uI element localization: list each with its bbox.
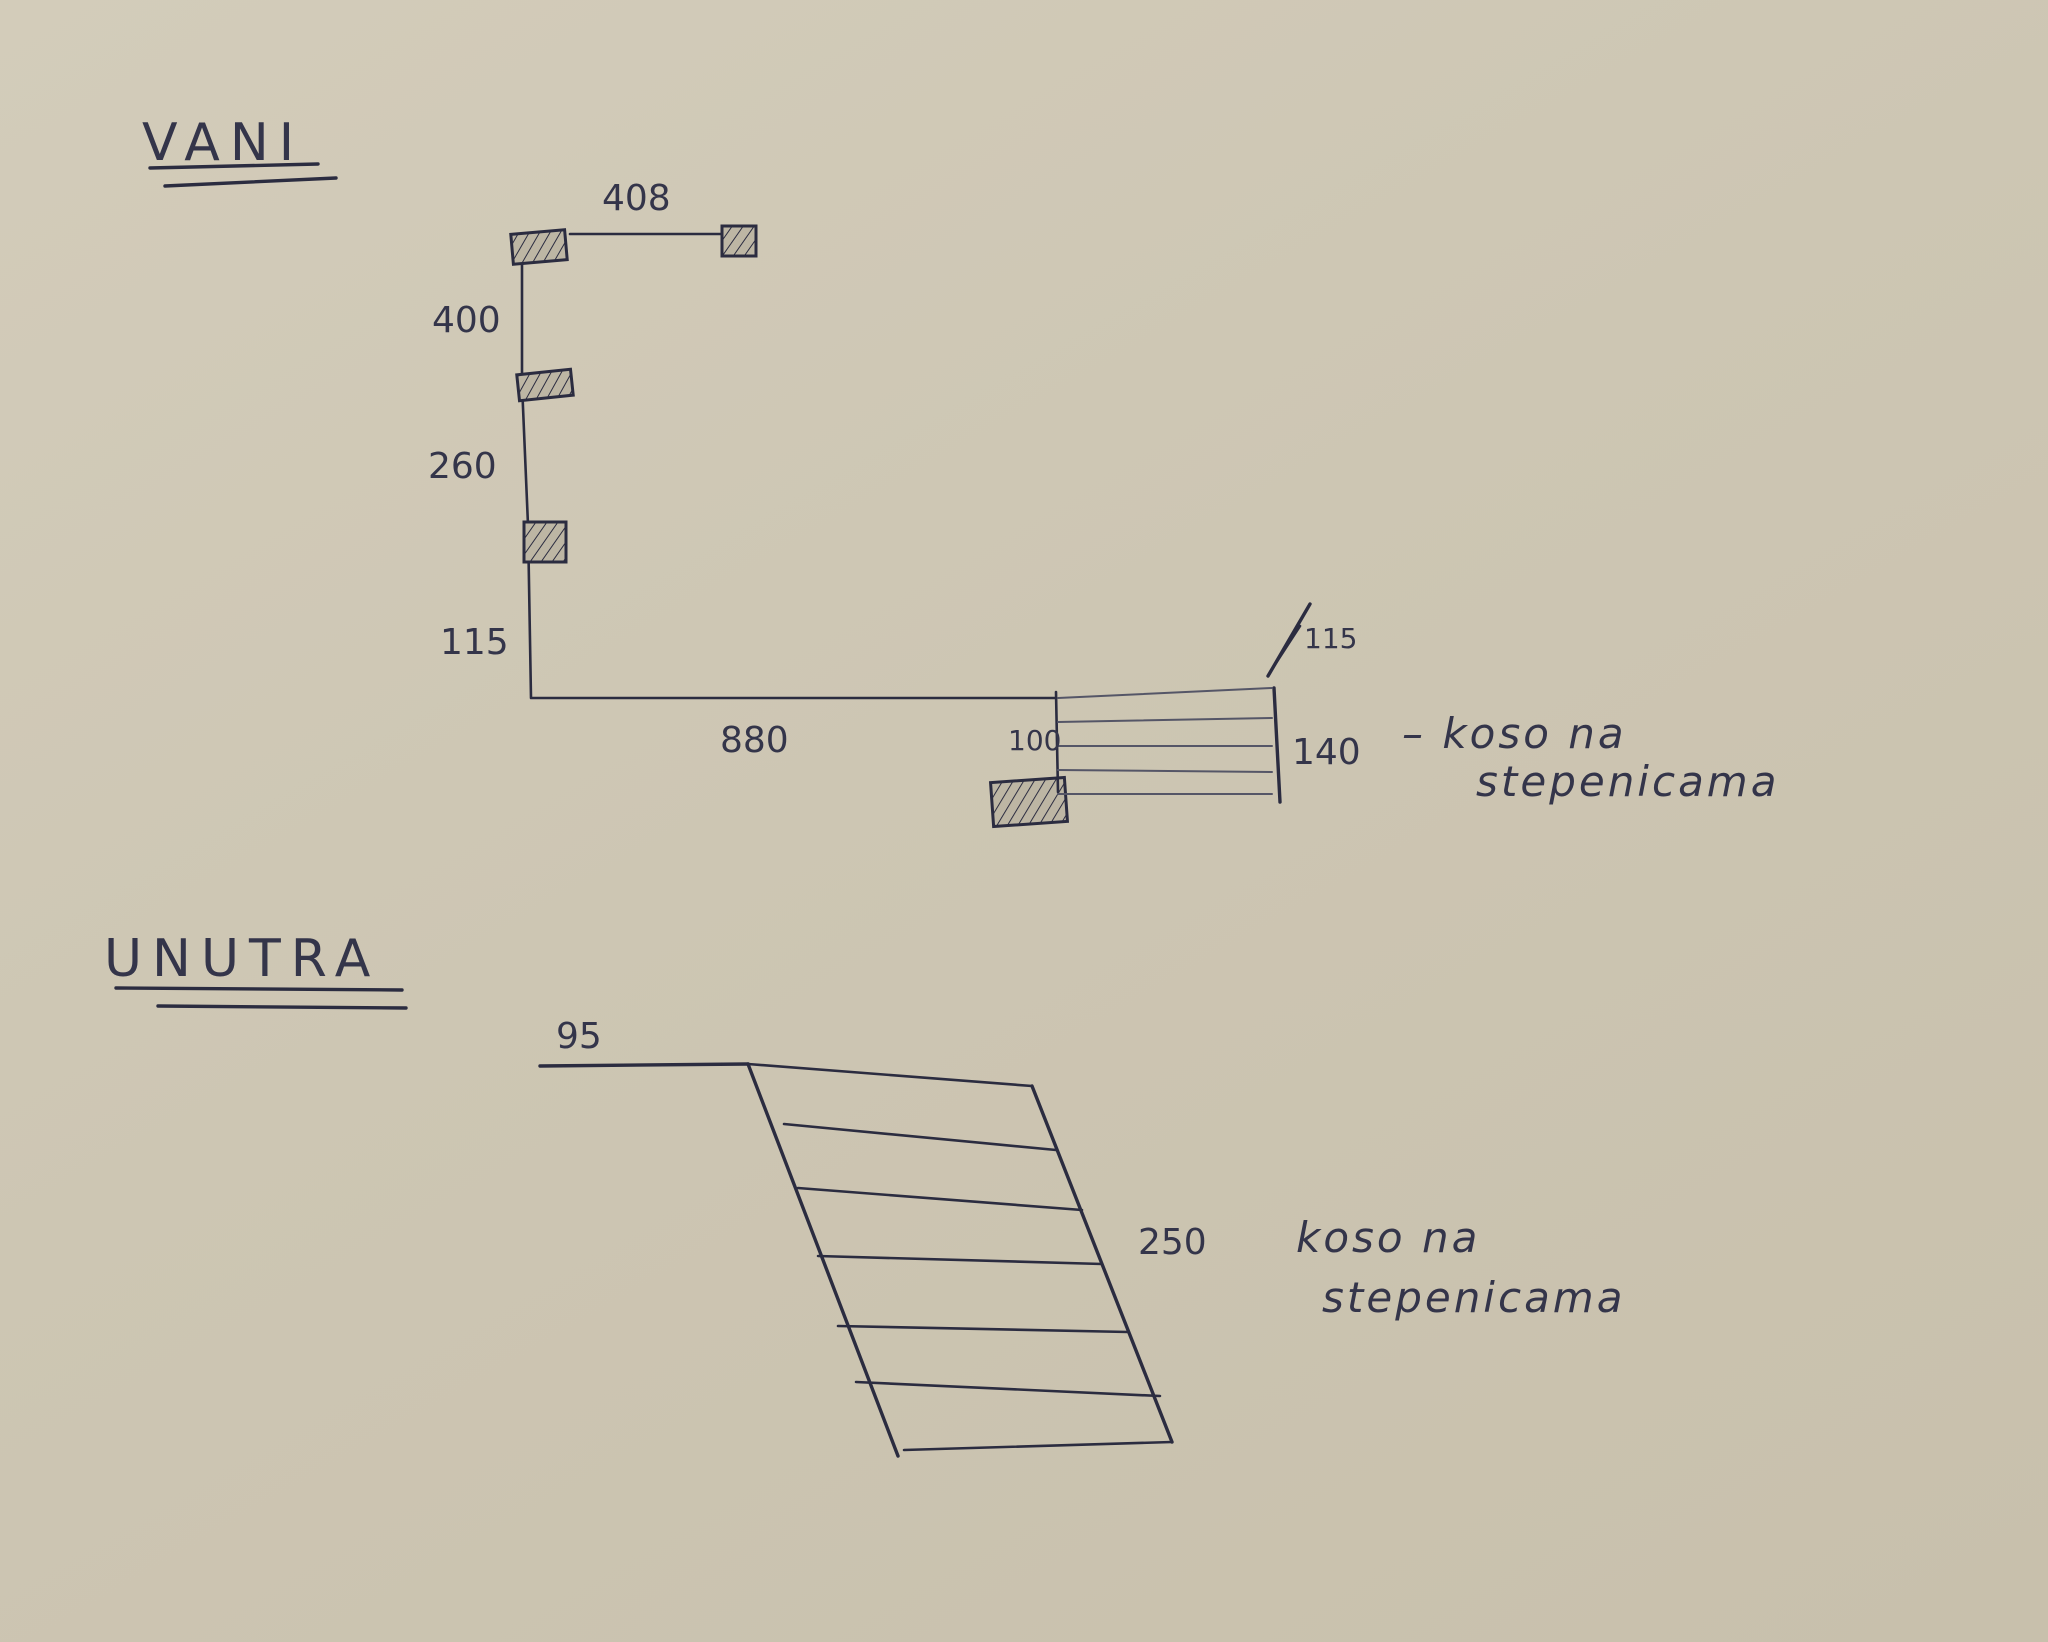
outside-stairs bbox=[1054, 602, 1312, 804]
inside-dim-stairs: 250 bbox=[1138, 1222, 1207, 1263]
outside-dim-left-lower: 115 bbox=[440, 622, 509, 663]
inside-section: UNUTRA 95 250 koso na stepenicama bbox=[104, 929, 1625, 1458]
inside-title-underline-2 bbox=[156, 1004, 408, 1010]
inside-stairs bbox=[746, 1062, 1174, 1458]
outside-note-line-1: – koso na bbox=[1402, 709, 1627, 758]
post-top-left bbox=[509, 228, 569, 266]
outside-dim-stairs-left: 100 bbox=[1008, 724, 1061, 757]
outside-dim-stairs-corner: 115 bbox=[1304, 622, 1357, 655]
inside-dim-top: 95 bbox=[556, 1016, 602, 1057]
outside-dim-left-middle: 260 bbox=[428, 446, 497, 487]
inside-landing-line bbox=[538, 1062, 750, 1068]
post-mid-upper bbox=[515, 367, 575, 403]
inside-note-line-2: stepenicama bbox=[1322, 1273, 1625, 1322]
inside-title: UNUTRA bbox=[104, 929, 380, 989]
inside-title-underline-1 bbox=[114, 986, 404, 992]
outside-note-line-2: stepenicama bbox=[1476, 757, 1779, 806]
outside-title: VANI bbox=[142, 113, 304, 173]
outside-dim-stairs-right: 140 bbox=[1292, 732, 1361, 773]
post-mid-lower bbox=[522, 520, 568, 564]
outside-dim-left-upper: 400 bbox=[432, 300, 501, 341]
post-stairs-bottom bbox=[988, 775, 1070, 829]
outside-dim-top: 408 bbox=[602, 178, 671, 219]
post-top-right bbox=[720, 224, 758, 258]
outside-section: VANI bbox=[142, 113, 1779, 829]
outside-title-underline-2 bbox=[163, 176, 338, 188]
outside-dim-bottom: 880 bbox=[720, 720, 789, 761]
inside-note-line-1: koso na bbox=[1296, 1213, 1480, 1262]
outside-title-underline-1 bbox=[148, 162, 320, 170]
railing-main-run bbox=[520, 254, 1058, 700]
